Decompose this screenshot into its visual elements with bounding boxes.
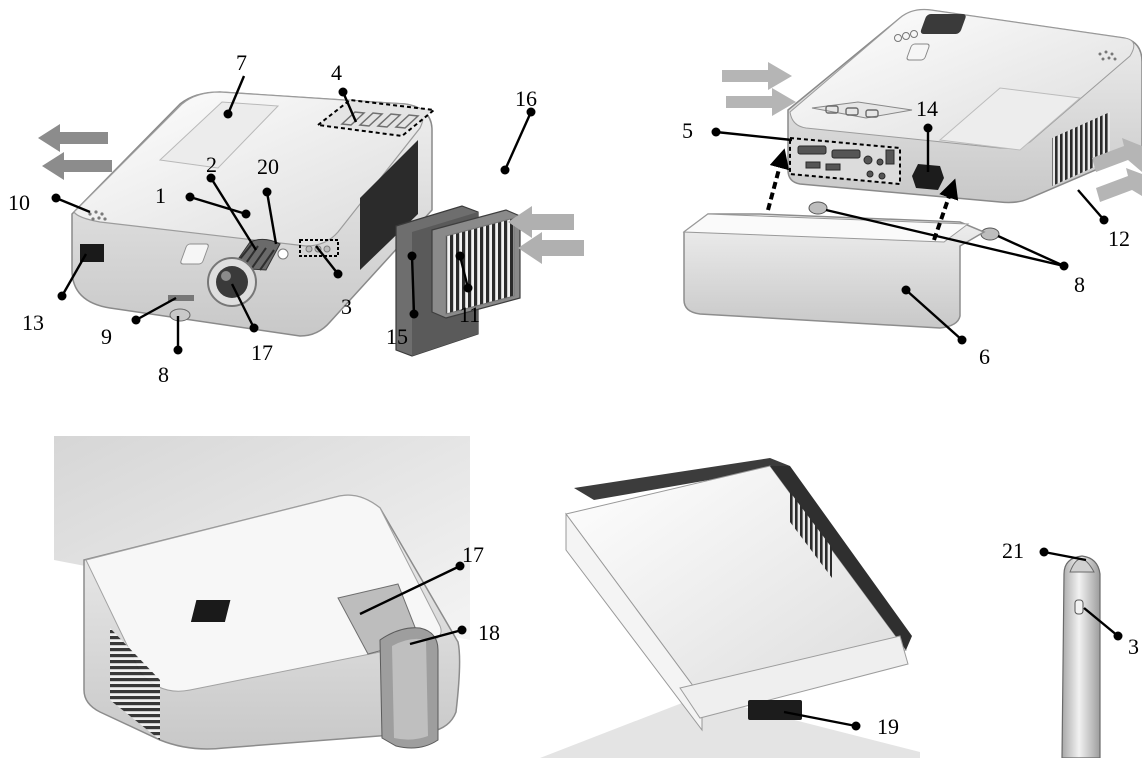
power-inlet: [912, 164, 944, 190]
callout-2: 2: [206, 152, 217, 177]
security-slot: [80, 244, 104, 262]
ceiling-lip: [679, 635, 909, 719]
insert-arrow-right: [932, 178, 959, 241]
rear-side-vents: [1052, 112, 1110, 186]
insert-arrow-left: [766, 148, 790, 211]
cable-cover-top: [682, 213, 970, 243]
callout-11: 11: [459, 302, 480, 327]
airflow-in-arrows: [722, 62, 796, 116]
top-button: [906, 43, 930, 61]
projection-lens: [216, 266, 248, 298]
callout-8: 8: [158, 362, 169, 387]
callout-20: 20: [257, 154, 279, 179]
air-filter-mesh: [445, 217, 515, 315]
ceiling-sensor-window: [748, 700, 802, 720]
callout-7: 7: [236, 50, 247, 75]
ceiling-beam: [540, 696, 920, 758]
callout-18: 18: [478, 620, 500, 645]
rear-foot-left: [808, 201, 828, 215]
callout-3: 3: [1128, 634, 1139, 659]
ust-mirror-face: [392, 638, 428, 740]
callout-3: 3: [341, 294, 352, 319]
panel-projector-front: 7 4 16 10 2 20 1 13 9 8 17 3 15: [8, 50, 584, 387]
raised-cover-slots: [825, 105, 879, 118]
rear-foot-right: [980, 227, 1000, 241]
pen-button: [1074, 599, 1084, 615]
callouts-ceiling: 19: [783, 710, 899, 739]
callout-12: 12: [1108, 226, 1130, 251]
focus-ring-grip: [235, 243, 275, 271]
power-button[interactable]: [277, 248, 289, 260]
callout-15: 15: [386, 324, 408, 349]
ceiling-top: [574, 458, 790, 500]
panel-interactive-pen: 21 3: [1002, 538, 1139, 758]
top-indicators: [894, 30, 918, 42]
callout-17: 17: [462, 542, 484, 567]
rear-speaker-grille: [1098, 50, 1117, 61]
callout-4: 4: [331, 60, 342, 85]
ust-side-vents: [110, 628, 160, 740]
pen-body: [1061, 555, 1101, 758]
callouts-pen: 21 3: [1002, 538, 1139, 659]
callouts-ust: 17 18: [359, 542, 500, 646]
top-vent-slots: [340, 111, 420, 129]
top-dial: [920, 14, 966, 34]
lens-highlight: [221, 271, 231, 281]
connector-ports: [797, 145, 895, 180]
callout-21: 21: [1002, 538, 1024, 563]
callout-9: 9: [101, 324, 112, 349]
callout-5: 5: [682, 118, 693, 143]
callout-13: 13: [22, 310, 44, 335]
filter-opening: [360, 140, 418, 270]
cable-cover: [683, 213, 986, 329]
rear-top-panel: [938, 87, 1082, 151]
callout-19: 19: [877, 714, 899, 739]
callout-1: 1: [155, 183, 166, 208]
ceiling-body-side: [770, 466, 912, 650]
foot-release-lever[interactable]: [168, 295, 194, 301]
callout-14: 14: [916, 96, 938, 121]
callouts-rear: 5 14 12 8 6: [682, 96, 1130, 369]
airflow-out-arrows: [1092, 138, 1142, 202]
adjustable-foot: [169, 308, 191, 322]
projector-top-surface: [73, 91, 424, 247]
callout-16: 16: [515, 86, 537, 111]
speaker-grille: [88, 210, 107, 221]
power-button-panel[interactable]: [180, 243, 209, 265]
callout-17: 17: [251, 340, 273, 365]
callout-6: 6: [979, 344, 990, 369]
panel-ceiling-mount: 19: [540, 458, 920, 758]
callout-8: 8: [1074, 272, 1085, 297]
ceiling-side-vents: [790, 492, 832, 578]
indicator-area: [299, 239, 339, 257]
panel-ultra-short-throw: 17 18: [54, 436, 500, 750]
callout-10: 10: [8, 190, 30, 215]
panel-projector-rear: 5 14 12 8 6: [682, 8, 1142, 369]
ust-lens: [190, 600, 231, 622]
airflow-out-arrows-left: [38, 124, 112, 180]
airflow-in-arrows-right: [508, 206, 584, 264]
ceiling-body-front: [565, 512, 703, 732]
callouts-front: 7 4 16 10 2 20 1 13 9 8 17 3 15: [8, 50, 537, 387]
top-cover-panel: [158, 101, 280, 169]
